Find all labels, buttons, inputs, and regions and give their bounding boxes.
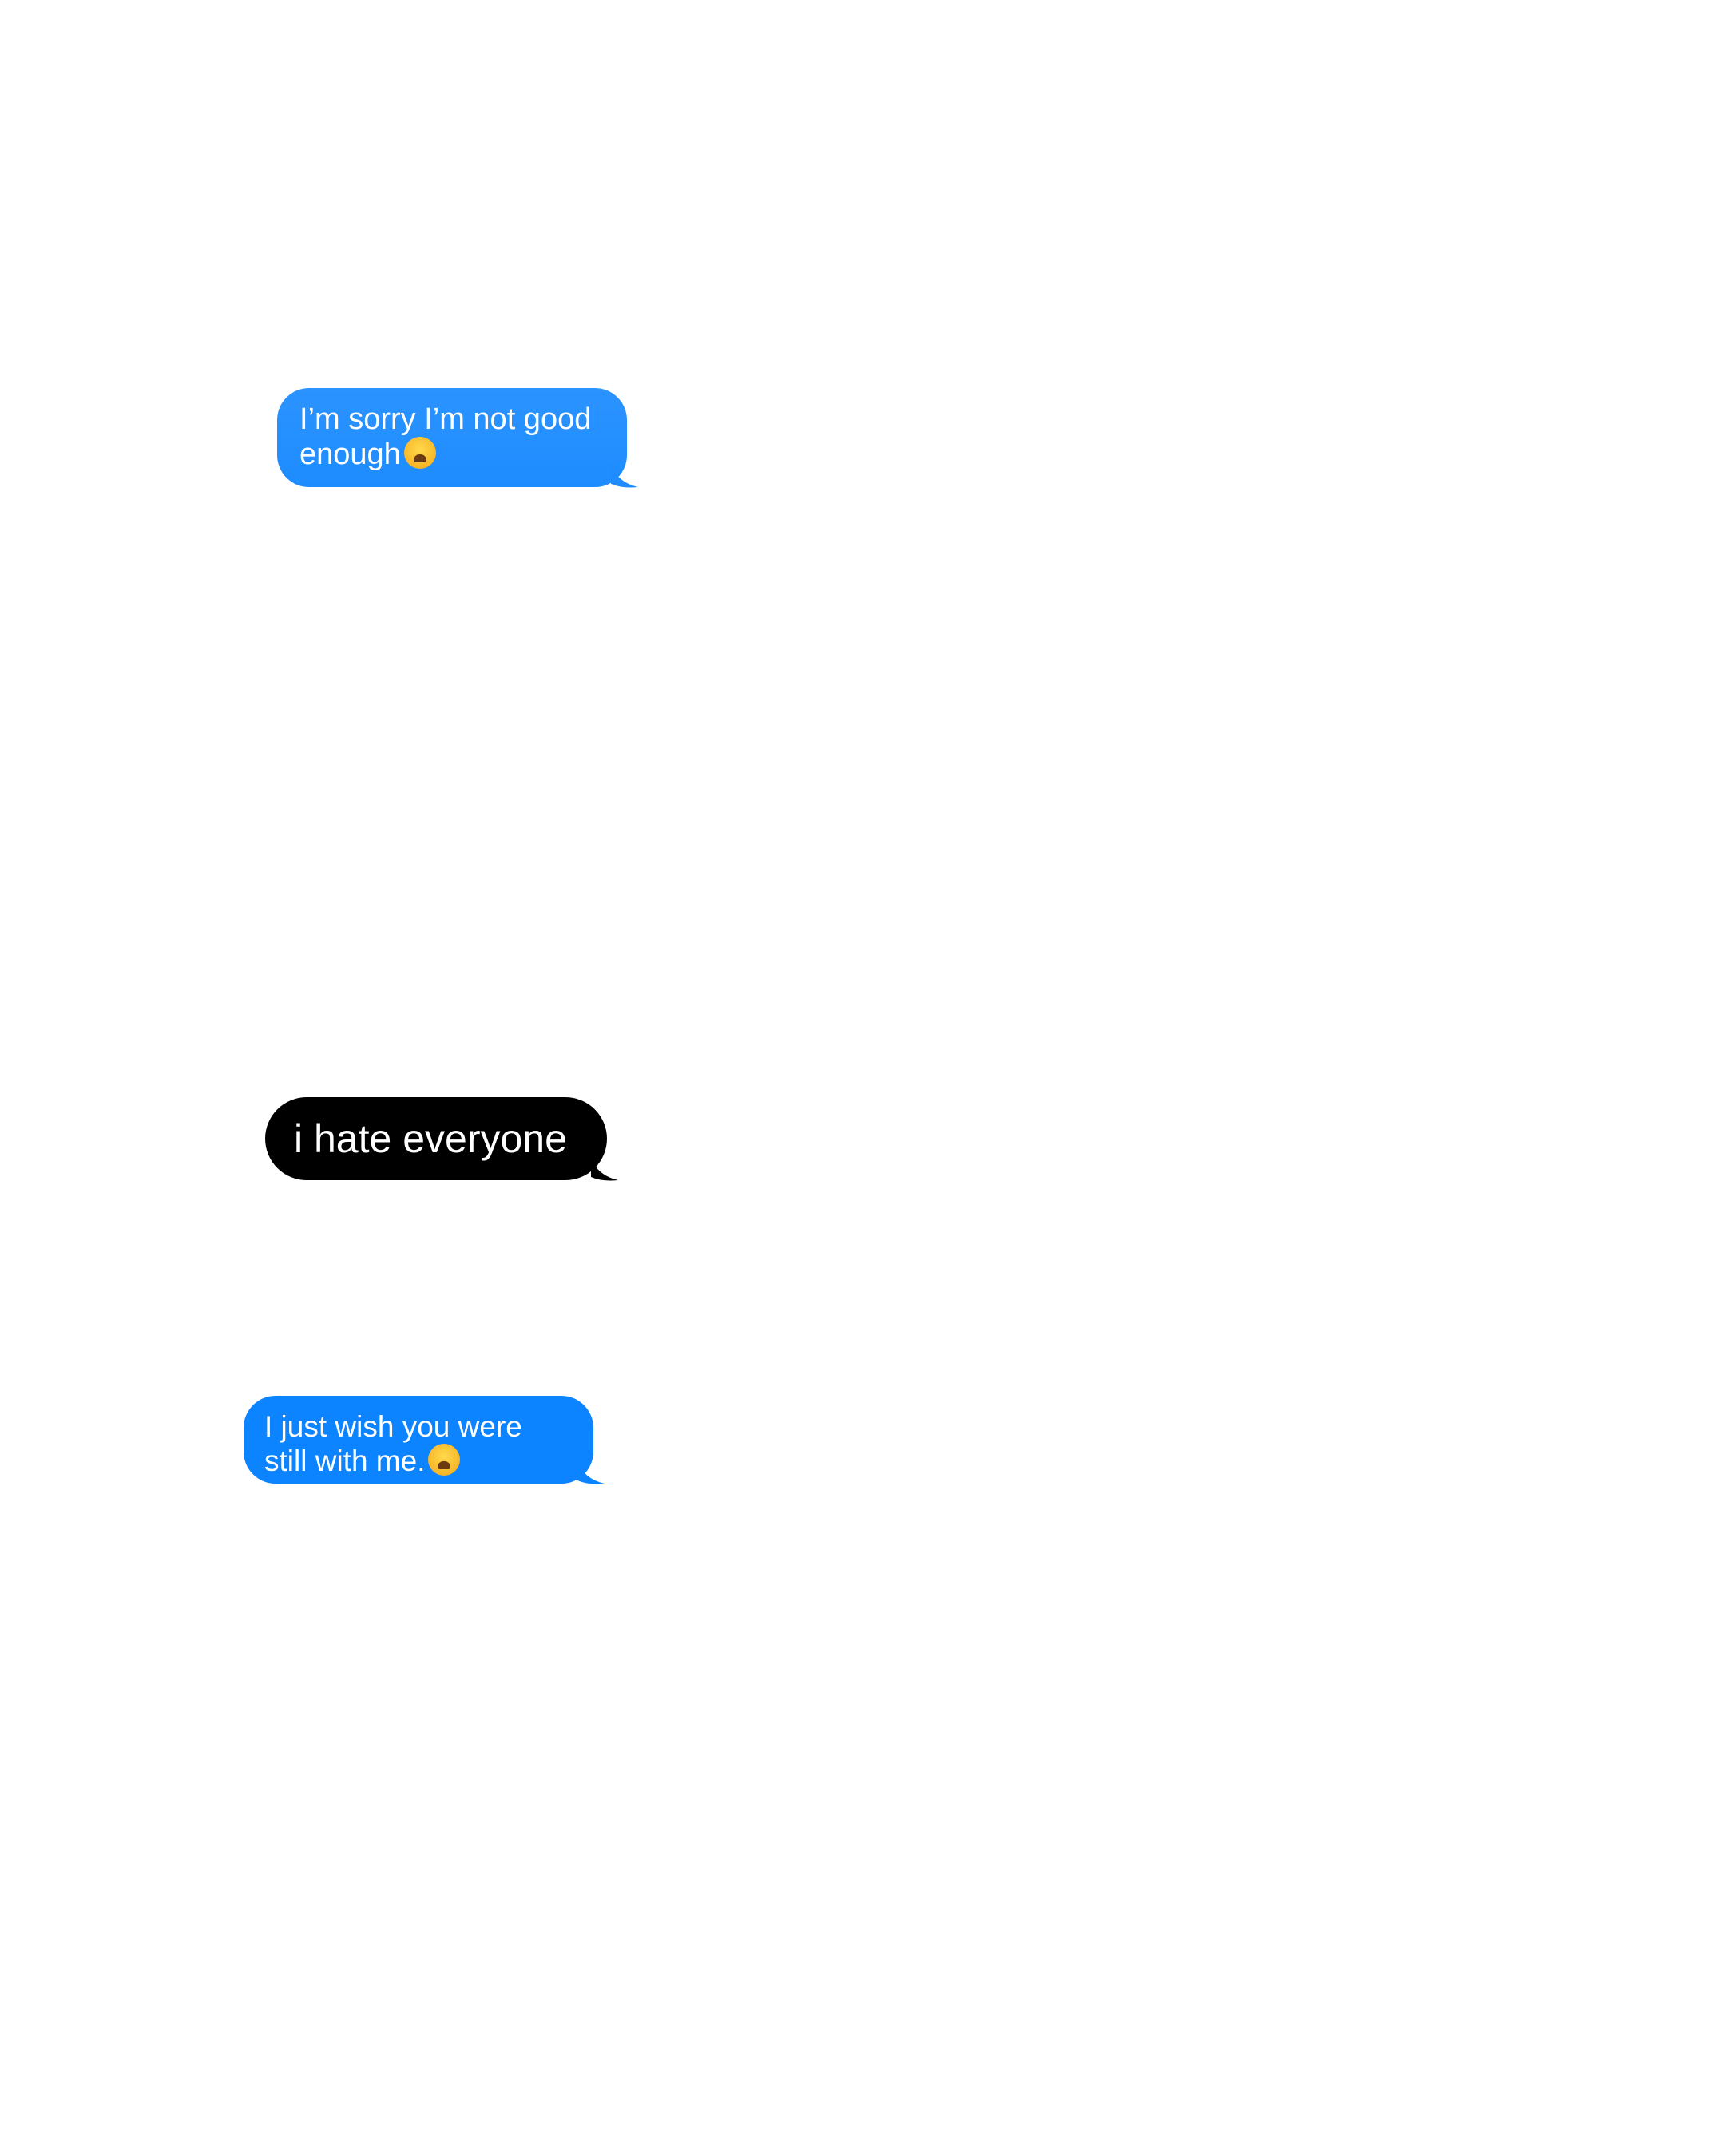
message-text: i hate everyone <box>294 1116 567 1161</box>
message-text: I just wish you were still with me. <box>264 1410 522 1477</box>
bubble-tail-icon <box>611 465 638 488</box>
message-bubble-2[interactable]: i hate everyone <box>265 1097 618 1181</box>
bubble-tail-icon <box>577 1461 605 1484</box>
message-text: I’m sorry I’m not good enough <box>299 402 592 471</box>
bubble-tail-icon <box>591 1158 618 1181</box>
loudly-crying-face-icon <box>403 437 436 469</box>
message-bubble-1[interactable]: I’m sorry I’m not good enough <box>277 388 638 488</box>
message-bubble-3[interactable]: I just wish you were still with me. <box>244 1396 605 1484</box>
weary-face-icon <box>428 1444 461 1476</box>
